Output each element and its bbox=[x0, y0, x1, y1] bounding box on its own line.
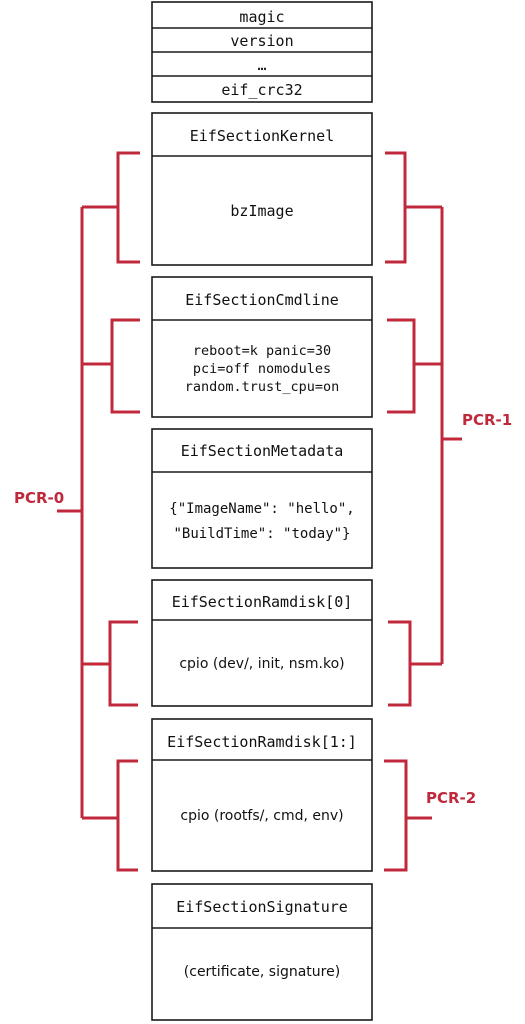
section-title: EifSectionCmdline bbox=[185, 291, 339, 309]
section-metadata: EifSectionMetadata {"ImageName": "hello"… bbox=[151, 428, 373, 569]
pcr1-bracket-ramdisk0 bbox=[388, 620, 412, 707]
section-title: EifSectionRamdisk[0] bbox=[172, 593, 353, 611]
pcr0-bracket-cmdline bbox=[110, 318, 140, 414]
pcr2-bracket-ramdisk-rest bbox=[384, 759, 408, 872]
section-title: EifSectionKernel bbox=[190, 127, 335, 145]
section-cmdline: EifSectionCmdline reboot=k panic=30 pci=… bbox=[151, 276, 373, 418]
section-content-line: cpio (rootfs/, cmd, env) bbox=[180, 808, 343, 824]
section-box bbox=[151, 428, 373, 569]
section-ramdisk-rest: EifSectionRamdisk[1:] cpio (rootfs/, cmd… bbox=[151, 718, 373, 872]
section-ramdisk-0: EifSectionRamdisk[0] cpio (dev/, init, n… bbox=[151, 579, 373, 707]
pcr1-label: PCR-1 bbox=[462, 411, 512, 429]
section-box bbox=[151, 718, 373, 872]
section-box bbox=[151, 276, 373, 418]
pcr2-bracket: PCR-2 bbox=[384, 759, 476, 872]
pcr0-bracket-kernel bbox=[116, 151, 140, 264]
header-field-crc: eif_crc32 bbox=[221, 81, 302, 99]
pcr0-label: PCR-0 bbox=[14, 489, 64, 507]
pcr0-bracket: PCR-0 bbox=[14, 151, 140, 872]
pcr2-label: PCR-2 bbox=[426, 789, 476, 807]
pcr1-bracket-kernel bbox=[385, 151, 407, 264]
section-content-line: {"ImageName": "hello", bbox=[169, 501, 354, 517]
pcr1-bracket: PCR-1 bbox=[385, 151, 512, 707]
header-field-version: version bbox=[230, 32, 293, 50]
section-box bbox=[151, 112, 373, 266]
section-content-line: cpio (dev/, init, nsm.ko) bbox=[179, 656, 344, 672]
section-kernel: EifSectionKernel bzImage bbox=[151, 112, 373, 266]
section-title: EifSectionRamdisk[1:] bbox=[167, 733, 357, 751]
section-content-line: pci=off nomodules bbox=[193, 361, 331, 377]
section-content-line: (certificate, signature) bbox=[184, 964, 340, 980]
section-content-line: "BuildTime": "today"} bbox=[173, 526, 350, 542]
section-content-line: reboot=k panic=30 bbox=[193, 343, 331, 359]
section-title: EifSectionMetadata bbox=[181, 442, 344, 460]
pcr0-bracket-ramdisk-rest bbox=[116, 759, 138, 872]
pcr0-bracket-ramdisk0 bbox=[108, 620, 138, 707]
eif-header-block: magic version … eif_crc32 bbox=[151, 1, 373, 103]
section-box bbox=[151, 579, 373, 707]
section-signature: EifSectionSignature (certificate, signat… bbox=[151, 883, 373, 1021]
pcr1-bracket-cmdline bbox=[387, 318, 416, 414]
header-field-magic: magic bbox=[239, 8, 284, 26]
section-box bbox=[151, 883, 373, 1021]
header-field-ellipsis: … bbox=[257, 56, 266, 74]
section-content-line: bzImage bbox=[230, 202, 293, 220]
section-content-line: random.trust_cpu=on bbox=[185, 379, 339, 395]
section-title: EifSectionSignature bbox=[176, 898, 348, 916]
